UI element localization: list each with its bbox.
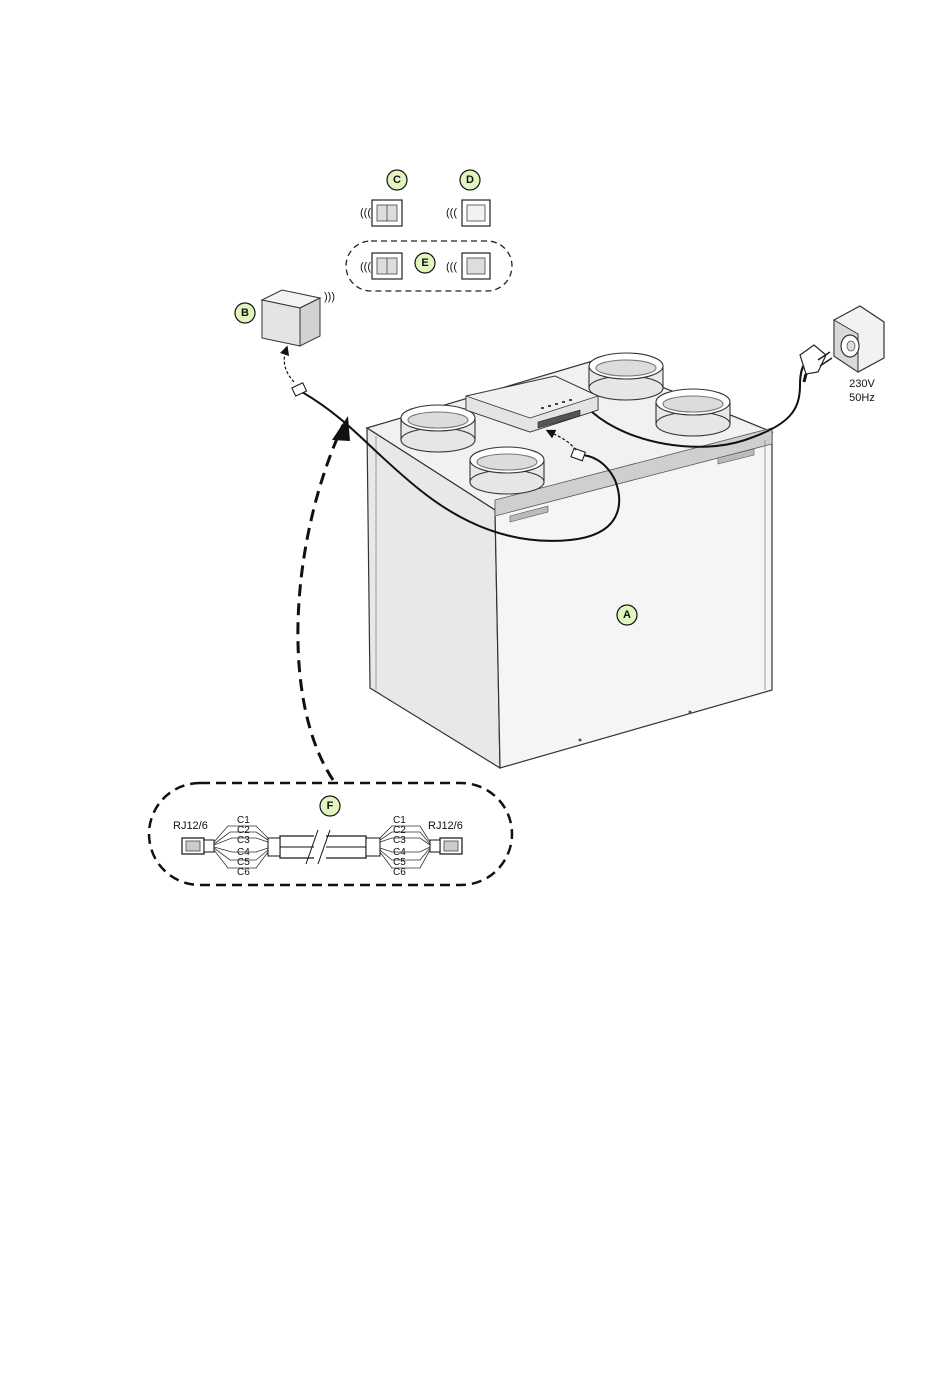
wire-labels-right: C1 C2 C3 C4 C5 C6	[393, 815, 406, 878]
connector-left-label: RJ12/6	[173, 820, 208, 832]
badge-f: F	[320, 796, 340, 816]
wire-label: C3	[237, 835, 250, 846]
badge-c-label: C	[393, 174, 401, 186]
badge-e-label: E	[421, 257, 428, 269]
badge-a-label: A	[623, 609, 631, 621]
wire-label: C3	[393, 835, 406, 846]
wire-label: C6	[237, 867, 250, 878]
power-voltage: 230V	[849, 378, 875, 390]
connector-right-label: RJ12/6	[428, 820, 463, 832]
wire-label: C6	[393, 867, 406, 878]
badge-b-label: B	[241, 307, 249, 319]
badge-a: A	[617, 605, 637, 625]
wire-labels-left: C1 C2 C3 C4 C5 C6	[237, 815, 250, 878]
badge-c: C	[387, 170, 407, 190]
badge-b: B	[235, 303, 255, 323]
badge-f-label: F	[327, 800, 334, 812]
badge-d-label: D	[466, 174, 474, 186]
badge-e: E	[415, 253, 435, 273]
badge-d: D	[460, 170, 480, 190]
power-frequency: 50Hz	[849, 392, 875, 404]
